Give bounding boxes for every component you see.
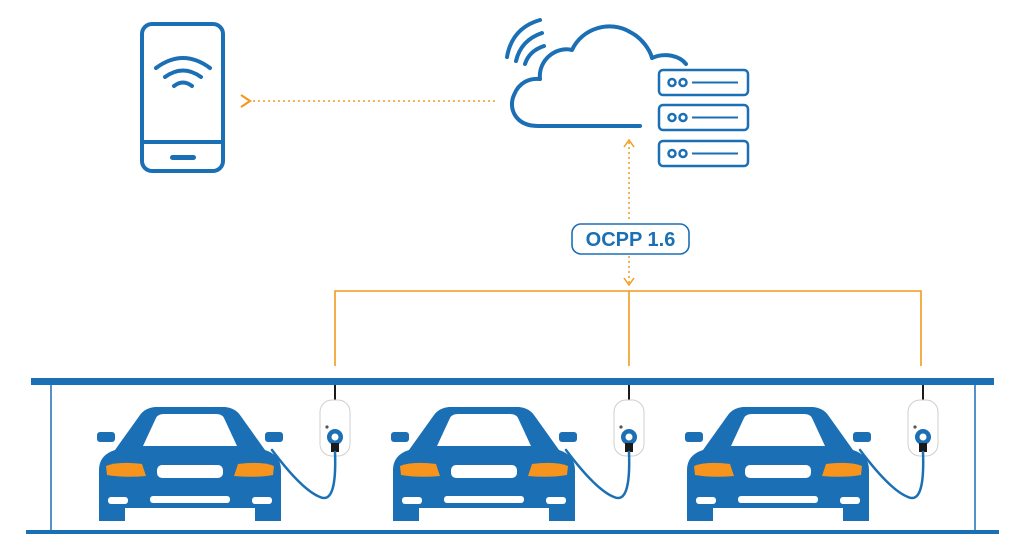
ev-charger-icon <box>907 385 939 457</box>
wifi-icon <box>154 56 212 88</box>
signal-waves-icon <box>505 18 546 66</box>
station-3 <box>685 385 939 521</box>
smartphone-icon <box>140 22 225 173</box>
charging-cable <box>564 448 631 500</box>
charging-stations <box>97 385 939 521</box>
car-icon <box>97 407 283 521</box>
carport-structure <box>26 378 999 534</box>
cloud-icon <box>505 18 688 128</box>
ev-charger-icon <box>319 385 351 457</box>
distribution-wire <box>334 290 922 366</box>
station-1 <box>97 385 351 521</box>
ev-charger-icon <box>613 385 645 457</box>
charging-cable <box>270 448 337 500</box>
car-icon <box>685 407 871 521</box>
charging-cable <box>858 448 925 500</box>
protocol-label: OCPP 1.6 <box>586 229 676 251</box>
server-stack-icon <box>657 68 750 168</box>
car-icon <box>391 407 577 521</box>
ocpp-link <box>623 138 635 287</box>
station-2 <box>391 385 645 521</box>
protocol-badge: OCPP 1.6 <box>571 223 690 255</box>
